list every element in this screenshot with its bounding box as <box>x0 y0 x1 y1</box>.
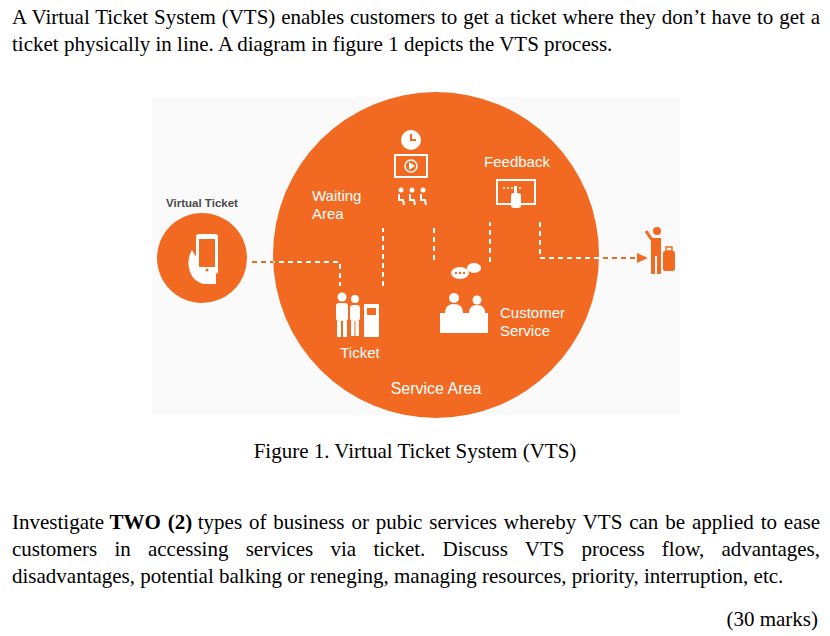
service-desk-icon <box>451 267 469 279</box>
leaving-person-icon <box>646 227 675 274</box>
stage-label: Ticket <box>340 344 379 362</box>
stage-label: Feedback <box>484 153 550 171</box>
service-area-circle: Service Area Waiting Area FeedbackTicket Cu… <box>273 92 599 418</box>
service-desk-icon <box>440 313 488 333</box>
clock-icon <box>401 130 421 150</box>
service-area-circle-outline <box>273 92 599 418</box>
phone-icon <box>196 234 218 274</box>
leaving-person-icon <box>666 247 672 251</box>
body-text: A Virtual Ticket System (VTS) enables cu… <box>12 5 820 56</box>
body-text: (30 marks) <box>726 607 818 631</box>
ticket-kiosk-icon <box>343 321 347 337</box>
intro-paragraph: A Virtual Ticket System (VTS) enables cu… <box>12 4 820 58</box>
ticket-kiosk-icon <box>364 304 379 337</box>
ticket-kiosk-icon <box>350 305 360 321</box>
stage-label: Customer Service <box>500 304 578 340</box>
arrow-head <box>637 253 648 263</box>
feedback-icon <box>511 193 521 208</box>
ticket-kiosk-icon <box>337 321 341 337</box>
service-area-circle-fill <box>273 92 599 418</box>
leaving-person-icon <box>646 231 652 240</box>
clock-icon <box>411 134 416 140</box>
ticket-kiosk-icon <box>338 293 347 302</box>
leaving-person-icon <box>651 256 655 274</box>
leaving-person-icon <box>663 251 675 271</box>
waiting-people-icon <box>410 188 415 193</box>
stage-label: Virtual Ticket <box>166 197 238 210</box>
virtual-ticket-circle-fill <box>157 213 247 303</box>
leaving-person-icon <box>653 227 661 235</box>
leaving-person-icon <box>651 238 661 256</box>
service-desk-icon <box>449 293 459 303</box>
clock-icon <box>401 130 421 150</box>
body-text: Investigate <box>12 510 104 534</box>
service-desk-icon <box>473 296 482 305</box>
leaving-person-icon <box>657 256 661 274</box>
waiting-people-icon <box>421 188 426 193</box>
stage-label: Waiting Area <box>312 187 374 223</box>
figure-caption: Figure 1. Virtual Ticket System (VTS) <box>0 438 830 465</box>
phone-icon <box>206 269 209 272</box>
service-desk-icon <box>463 272 465 274</box>
ticket-kiosk-icon <box>351 295 359 303</box>
service-desk-icon <box>455 272 457 274</box>
service-desk-icon <box>459 272 461 274</box>
ticket-kiosk-icon <box>367 308 376 315</box>
marks-note: (30 marks) <box>620 606 818 633</box>
phone-icon <box>199 239 215 267</box>
question-paragraph: InvestigateTWO (2)types of business or p… <box>12 509 820 590</box>
waiting-people-icon <box>399 188 404 193</box>
ticket-kiosk-icon <box>351 321 355 336</box>
body-text: TWO (2) <box>110 510 193 534</box>
stage-label: Service Area <box>391 379 482 398</box>
ticket-kiosk-icon <box>336 303 348 321</box>
ticket-kiosk-icon <box>356 321 360 336</box>
service-desk-icon <box>467 263 481 273</box>
